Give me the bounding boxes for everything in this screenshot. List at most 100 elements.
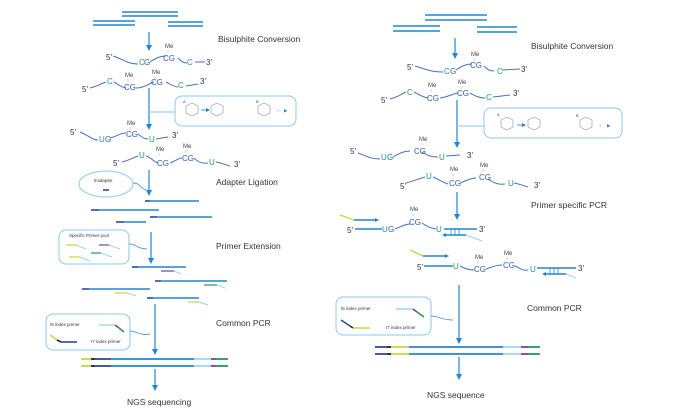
step-label-bisulphite: Bisulphite Conversion [218,34,300,44]
sequence-label: 5' [82,85,88,94]
strand-segment [455,63,473,71]
strand-segment [492,94,511,98]
right-workflow: Bisulphite Conversion 5' C G Me CG C 3' … [335,14,623,400]
sequence-label: 5' [381,96,387,105]
index-primer-box: I5 index primer I7 index primer [335,296,454,336]
strand-segment [145,155,159,164]
strand-segment [108,244,121,250]
methylcytosine-ring-icon [257,102,271,117]
strand-segment [421,222,437,230]
sequence-label: U [508,179,514,188]
pcr-amplicon-1: 5' U G Me CG U 3' [339,207,485,242]
adapter-box: 5'adapter [78,170,147,198]
sequence-label: 3' [206,58,212,67]
strand-segment [514,265,529,271]
sequence-label: U [426,172,432,181]
sequence-label: Me [127,121,136,127]
sequence-label: C [187,58,193,67]
sequence-label: Me [419,137,428,143]
sequence-label: G [105,135,111,144]
sequence-label: C [107,77,113,86]
sequence-label: CG [409,218,421,227]
sequence-label: 5' [347,226,353,235]
strand-segment [100,252,113,258]
sequence-label: CG [163,54,175,63]
strand-segment [79,256,91,262]
genomic-dna-fragments [93,11,203,27]
strand-segment [193,157,209,164]
strand-segment [430,315,454,321]
strand-segment [392,150,411,158]
sequence-label: Me [504,251,513,257]
strand-segment [165,81,179,88]
sequence-label: Me [471,52,480,58]
primer-pool-box: Specific Primer pool [58,229,148,265]
sequence-label: U [149,135,155,144]
sequence-label: G [388,225,394,234]
dna-strand-2: 5' C Me CG Me CG C 3' [381,80,519,105]
strand-segment [413,91,429,99]
sequence-label: C [486,93,492,102]
play-icon: ▶ [607,123,611,128]
sequence-label: U [530,265,536,274]
strand-segment [394,223,411,230]
pcr-amplicon-2: 5' U Me CG Me CG U 3' [409,249,584,279]
sequence-label: G [450,67,456,76]
strand-segment [339,214,355,221]
strand-segment [469,92,486,99]
blocked-icon: × [599,123,602,128]
sequence-label: 5' [417,263,423,272]
strand-segment [445,154,461,157]
strand-segment [340,319,351,327]
callout-box [58,229,130,265]
strand-segment [416,311,425,318]
cytosine-ring-icon [500,116,514,131]
left-workflow: Bisulphite Conversion 5' C G Me CG C 3' … [45,11,300,407]
sequence-label: Me [428,83,437,89]
strand-segment [459,177,477,184]
extended-fragments [82,266,227,306]
sequence-label: Me [450,167,459,173]
sequence-label: Me [152,70,161,76]
sequence-label: Me [410,207,419,213]
callout-box [483,107,623,139]
strand-segment [49,334,58,341]
sequence-label: C [178,81,184,90]
sequence-label: G [387,153,393,162]
sequence-label: CG [414,147,426,156]
deamination-chemistry-box: A B × ▶ [174,95,297,127]
sequence-label: CG [470,61,482,70]
sequence-label: CG [503,261,515,270]
sequence-label: 5' [350,147,356,156]
sequence-label: CG [126,130,138,139]
step-label-ngs-sequence: NGS sequence [427,390,485,400]
genomic-dna-fragments [393,14,517,33]
sequence-label: G [144,58,150,67]
step-label-primer-extension: Primer Extension [216,241,281,251]
sequence-label: 3' [578,264,584,273]
strand-segment [459,265,475,271]
strand-segment [513,182,529,188]
strand-segment [216,284,226,289]
sequence-label: U [453,262,459,271]
callout-box [335,296,432,336]
sequence-label: 5' [106,53,112,62]
strand-segment [118,327,125,333]
converted-strand-1: 5' U G Me CG U 3' [70,121,178,144]
sequence-label: I5 index primer [341,306,371,311]
strand-segment [215,161,231,167]
sequence-label: U [99,135,105,144]
strand-segment [155,136,169,140]
strand-segment [129,330,151,335]
step-label-common-pcr: Common PCR [216,318,271,328]
ligated-fragments [91,200,212,223]
sequence-label: U [139,151,145,160]
sequence-label: I7 index primer [386,325,416,330]
sequence-label: CG [479,173,491,182]
sequence-label: Me [480,163,489,169]
step-label-primer-specific-pcr: Primer specific PCR [531,200,607,210]
sequence-label: Me [156,147,165,153]
sequence-label: 3' [479,225,485,234]
step-label-ngs-sequencing: NGS sequencing [127,397,192,407]
